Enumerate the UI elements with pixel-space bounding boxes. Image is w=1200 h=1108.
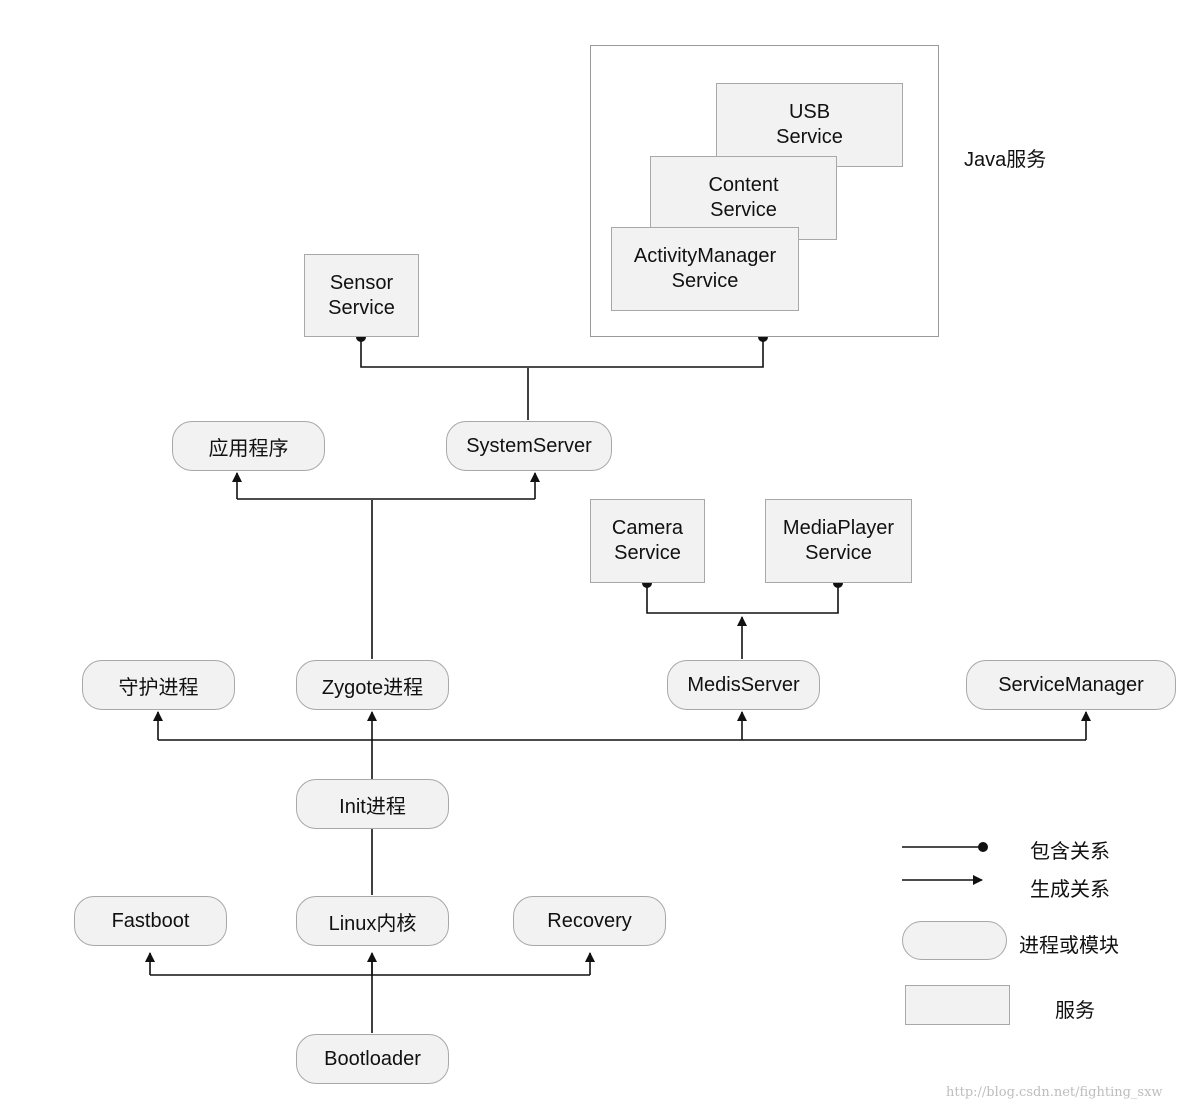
usb-service-line1: USB: [788, 101, 831, 123]
camera-service-line2: Service: [614, 542, 681, 564]
mediaplayer-service-box: MediaPlayer Service: [765, 499, 912, 583]
legend-process-swatch: [902, 921, 1007, 960]
legend-dot: [978, 842, 988, 852]
content-service-line2: Service: [710, 199, 777, 221]
watermark: http://blog.csdn.net/fighting_sxw: [946, 1085, 1163, 1100]
mediaplayer-service-line1: MediaPlayer: [782, 517, 895, 539]
content-service-line1: Content: [708, 174, 779, 196]
activity-manager-service-line1: ActivityManager: [633, 245, 777, 267]
bootloader-node: Bootloader: [296, 1034, 449, 1084]
activity-manager-service-line2: Service: [671, 270, 739, 292]
linux-kernel-node: Linux内核: [296, 896, 449, 946]
daemon-node: 守护进程: [82, 660, 235, 710]
app-node: 应用程序: [172, 421, 325, 471]
camera-service-box: Camera Service: [590, 499, 705, 583]
usb-service-line2: Service: [776, 126, 843, 148]
init-node: Init进程: [296, 779, 449, 829]
java-services-label: Java服务: [964, 149, 1047, 171]
usb-service-box: USB Service: [716, 83, 903, 167]
system-server-node: SystemServer: [446, 421, 612, 471]
fastboot-node: Fastboot: [74, 896, 227, 946]
systemserver-services-bus: [360, 337, 764, 368]
legend-process-label: 进程或模块: [1019, 935, 1119, 957]
sensor-service-line2: Service: [328, 296, 395, 319]
legend-contains-label: 包含关系: [1030, 841, 1110, 863]
sensor-service-box: Sensor Service: [304, 254, 419, 337]
legend-service-label: 服务: [1055, 1000, 1095, 1022]
medis-services-bus: [646, 583, 839, 614]
sensor-service-line1: Sensor: [329, 271, 394, 294]
content-service-box: Content Service: [650, 156, 837, 240]
legend-generates-label: 生成关系: [1030, 879, 1110, 901]
activity-manager-service-box: ActivityManager Service: [611, 227, 799, 311]
mediaplayer-service-line2: Service: [805, 542, 872, 564]
zygote-node: Zygote进程: [296, 660, 449, 710]
camera-service-line1: Camera: [611, 517, 684, 539]
legend-service-swatch: [905, 985, 1010, 1025]
service-manager-node: ServiceManager: [966, 660, 1176, 710]
medis-server-node: MedisServer: [667, 660, 820, 710]
recovery-node: Recovery: [513, 896, 666, 946]
